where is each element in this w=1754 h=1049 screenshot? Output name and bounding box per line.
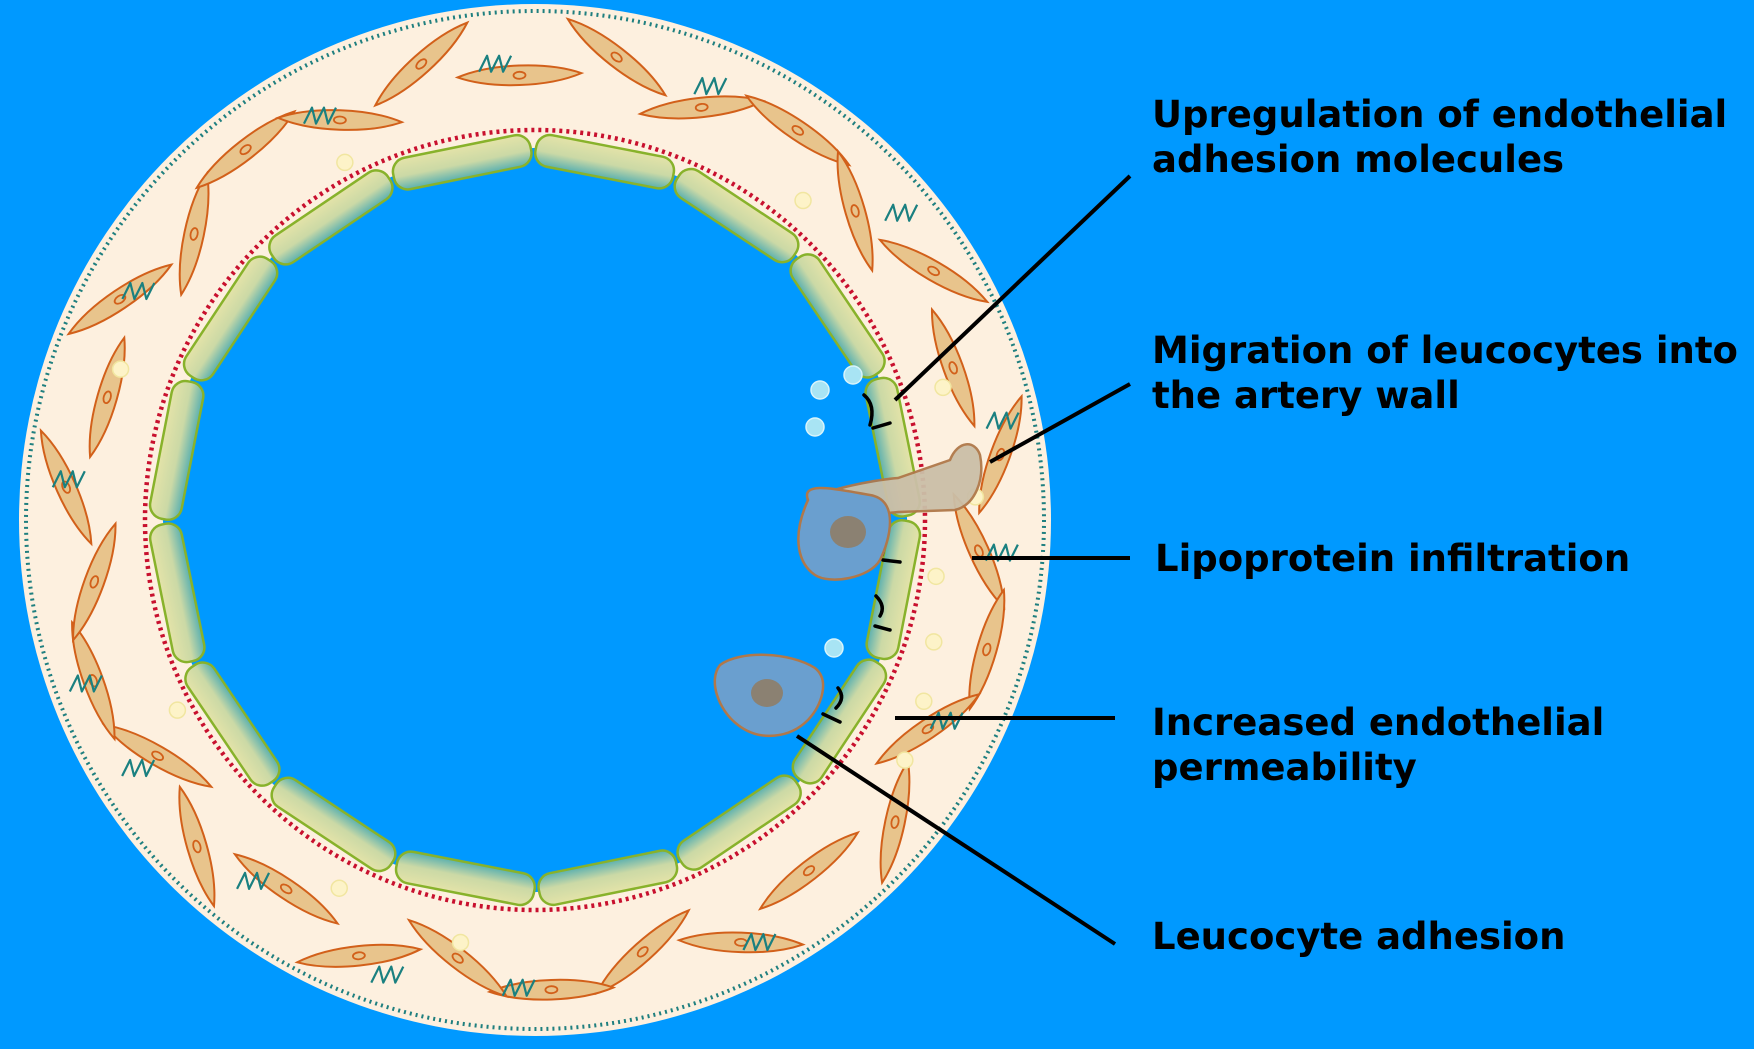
label-lipoprotein-infiltration: Lipoprotein infiltration <box>1155 536 1630 581</box>
label-line: permeability <box>1152 745 1604 790</box>
lipid-droplet <box>795 193 811 209</box>
lipoprotein-particle <box>806 418 824 436</box>
lipid-droplet <box>113 361 129 377</box>
label-upregulation-adhesion-molecules: Upregulation of endothelial adhesion mol… <box>1152 92 1727 182</box>
lipid-droplet <box>331 880 347 896</box>
leucocyte-nucleus <box>751 679 783 707</box>
label-line: adhesion molecules <box>1152 137 1727 182</box>
label-increased-endothelial-permeability: Increased endothelial permeability <box>1152 700 1604 790</box>
lipoprotein-particle <box>811 381 829 399</box>
artery-wall-layer <box>19 4 1051 1036</box>
label-leucocyte-adhesion: Leucocyte adhesion <box>1152 914 1565 959</box>
leucocyte-nucleus <box>830 516 866 548</box>
lipid-droplet <box>935 379 951 395</box>
lipid-droplet <box>453 934 469 950</box>
label-line: the artery wall <box>1152 373 1738 418</box>
label-line: Increased endothelial <box>1152 700 1604 745</box>
lipoprotein-particle <box>844 366 862 384</box>
lipid-droplet <box>337 154 353 170</box>
lipid-droplet <box>169 702 185 718</box>
label-migration-of-leucocytes: Migration of leucocytes into the artery … <box>1152 328 1738 418</box>
label-line: Migration of leucocytes into <box>1152 328 1738 373</box>
lipoprotein-particle <box>825 639 843 657</box>
lipid-droplet <box>897 752 913 768</box>
label-line: Upregulation of endothelial <box>1152 92 1727 137</box>
lipid-droplet <box>916 693 932 709</box>
label-line: Leucocyte adhesion <box>1152 914 1565 959</box>
lipid-droplet <box>926 634 942 650</box>
label-line: Lipoprotein infiltration <box>1155 536 1630 581</box>
adhesion-molecule-mark <box>883 560 900 562</box>
lipid-droplet <box>928 568 944 584</box>
